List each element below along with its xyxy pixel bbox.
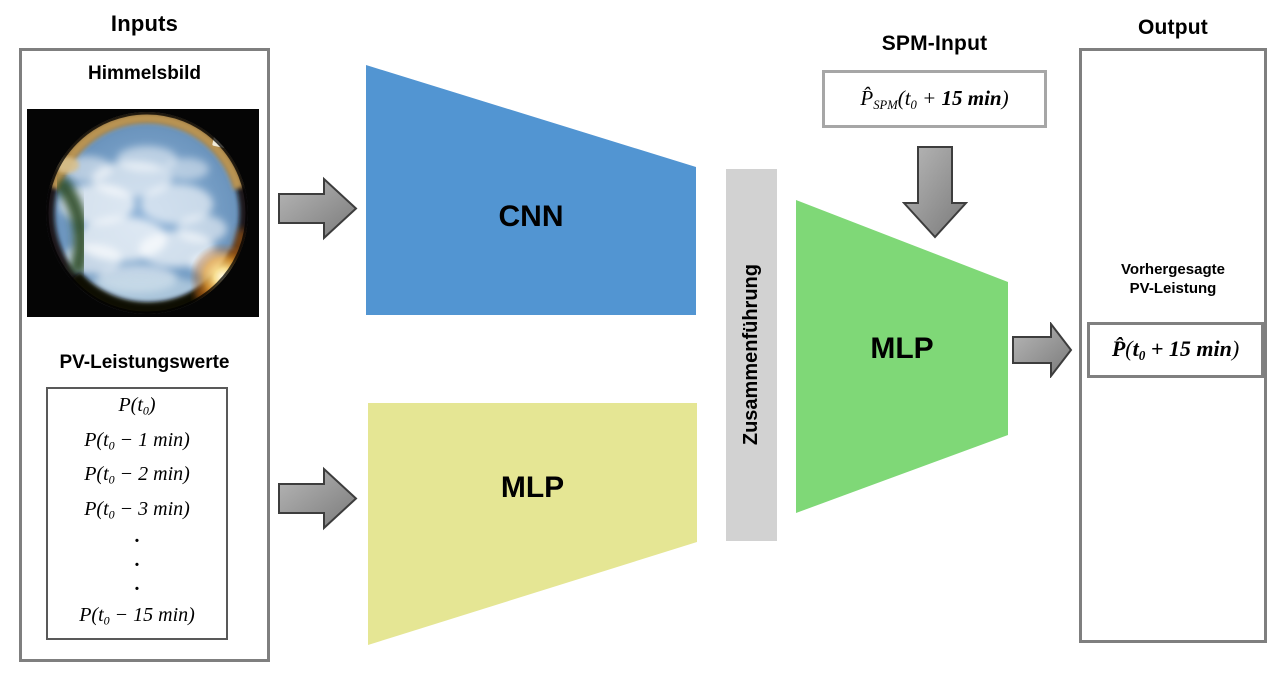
pv-values-label: PV-Leistungswerte [59, 352, 230, 373]
pv-value-line: P(t0 − 1 min) [84, 428, 190, 453]
mlp-branch-label: MLP [500, 471, 565, 504]
pv-value-line: P(t0 − 2 min) [84, 463, 190, 487]
output-math: P̂(t0 + 15 min) [1111, 336, 1240, 363]
cnn-label: CNN [498, 200, 564, 233]
pv-ellipsis-dot: · [133, 554, 141, 577]
arrow-head-to-output [1012, 322, 1073, 378]
himmelsbild-label: Himmelsbild [88, 63, 201, 84]
output-value-box: P̂(t0 + 15 min) [1087, 322, 1264, 378]
merge-bar: Zusammenführung [726, 169, 777, 541]
predicted-pv-label: Vorhergesagte PV-Leistung [1079, 260, 1267, 298]
pv-value-line: P(t0) [118, 394, 156, 418]
spm-input-box: P̂SPM(t0 + 15 min) [822, 70, 1047, 128]
predicted-pv-line1: Vorhergesagte [1121, 261, 1225, 278]
predicted-pv-line2: PV-Leistung [1129, 280, 1217, 297]
merge-label: Zusammenführung [740, 264, 762, 446]
head-mlp-label: MLP [870, 332, 934, 365]
mlp-branch-trapezoid [368, 403, 697, 645]
output-title: Output [1137, 16, 1208, 39]
spm-input-title: SPM-Input [881, 32, 988, 55]
pv-value-line: P(t0 − 3 min) [84, 497, 190, 522]
spm-math: P̂SPM(t0 + 15 min) [860, 85, 1009, 112]
arrow-pv-to-mlp [278, 466, 358, 531]
pv-value-line: P(t0 − 15 min) [79, 604, 195, 628]
inputs-title: Inputs [110, 11, 179, 36]
arrow-spm-to-head [902, 146, 968, 239]
pv-ellipsis-dot: · [133, 578, 141, 601]
arrow-image-to-cnn [278, 176, 358, 241]
sky-image [27, 109, 259, 317]
pv-ellipsis-dot: · [133, 530, 141, 553]
head-mlp-trapezoid [796, 200, 1008, 513]
cnn-trapezoid [366, 65, 696, 315]
pv-values-box: P(t0) P(t0 − 1 min) P(t0 − 2 min) P(t0 − 3 … [46, 387, 228, 640]
